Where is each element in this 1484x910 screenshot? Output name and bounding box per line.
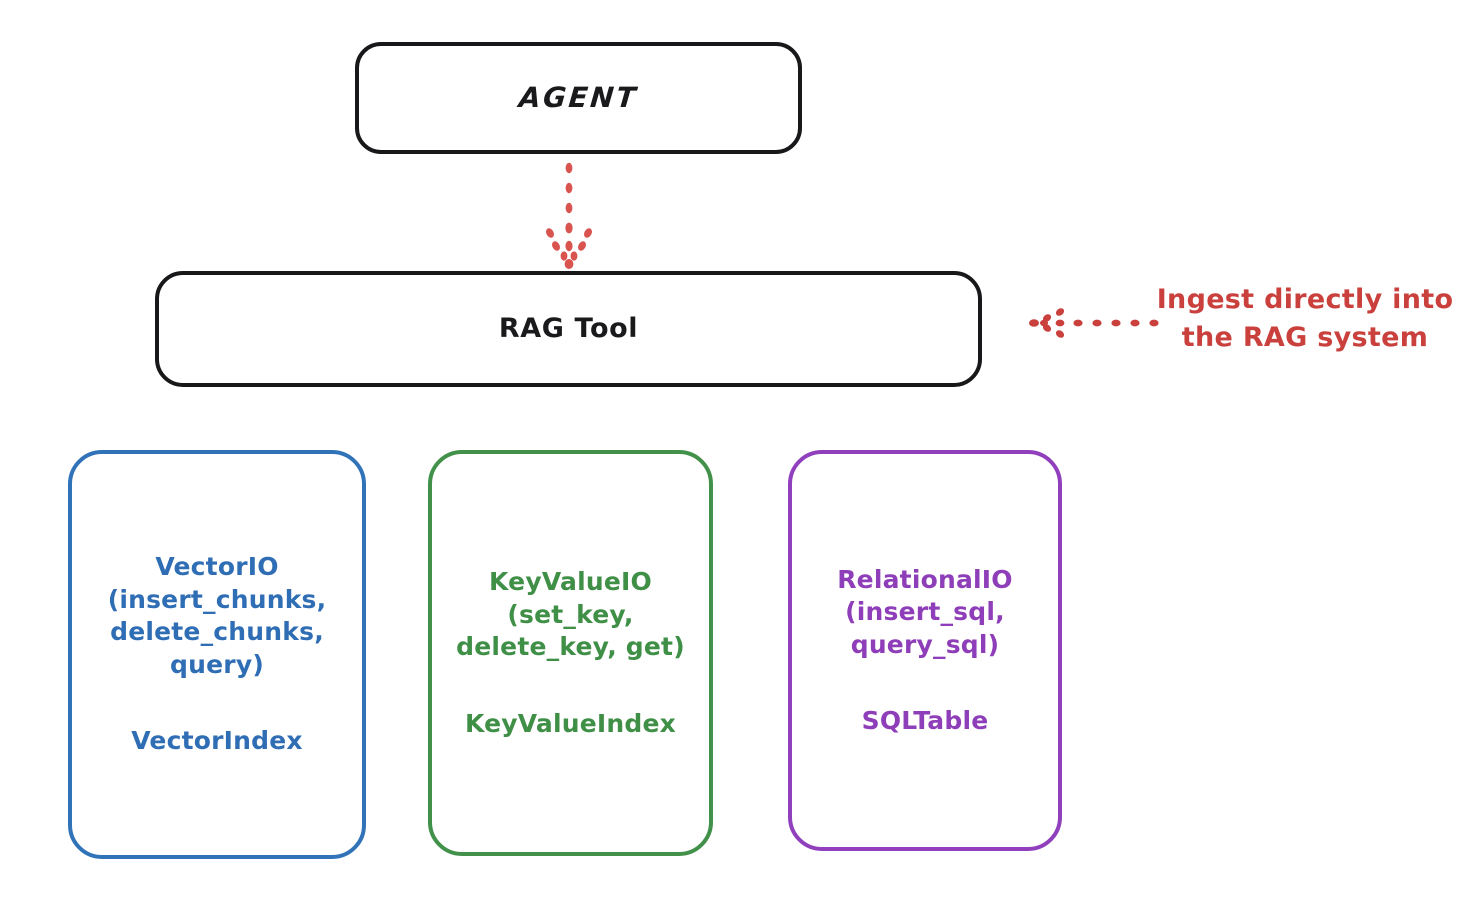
vector-io-node[interactable]: VectorIO (insert_chunks, delete_chunks, … <box>68 450 366 859</box>
vector-io-api-label: VectorIO (insert_chunks, delete_chunks, … <box>107 552 327 679</box>
agent-node[interactable]: AGENT <box>355 42 802 154</box>
agent-to-rag-connector <box>546 162 592 269</box>
vector-index-label: VectorIndex <box>131 726 303 756</box>
key-value-index-label: KeyValueIndex <box>464 708 677 738</box>
sql-table-label: SQLTable <box>861 706 989 735</box>
ingest-annotation-text: Ingest directly into the RAG system <box>1156 284 1454 354</box>
relational-io-node[interactable]: RelationalIO (insert_sql, query_sql) SQL… <box>788 450 1062 851</box>
key-value-io-node[interactable]: KeyValueIO (set_key, delete_key, get) Ke… <box>428 450 713 856</box>
ingest-pointer-connector <box>1029 308 1159 338</box>
rag-tool-node[interactable]: RAG Tool <box>155 271 982 387</box>
key-value-io-api-label: KeyValueIO (set_key, delete_key, get) <box>456 567 685 661</box>
agent-node-label: AGENT <box>517 80 640 114</box>
rag-tool-node-label: RAG Tool <box>498 313 639 345</box>
relational-io-api-label: RelationalIO (insert_sql, query_sql) <box>837 564 1013 659</box>
